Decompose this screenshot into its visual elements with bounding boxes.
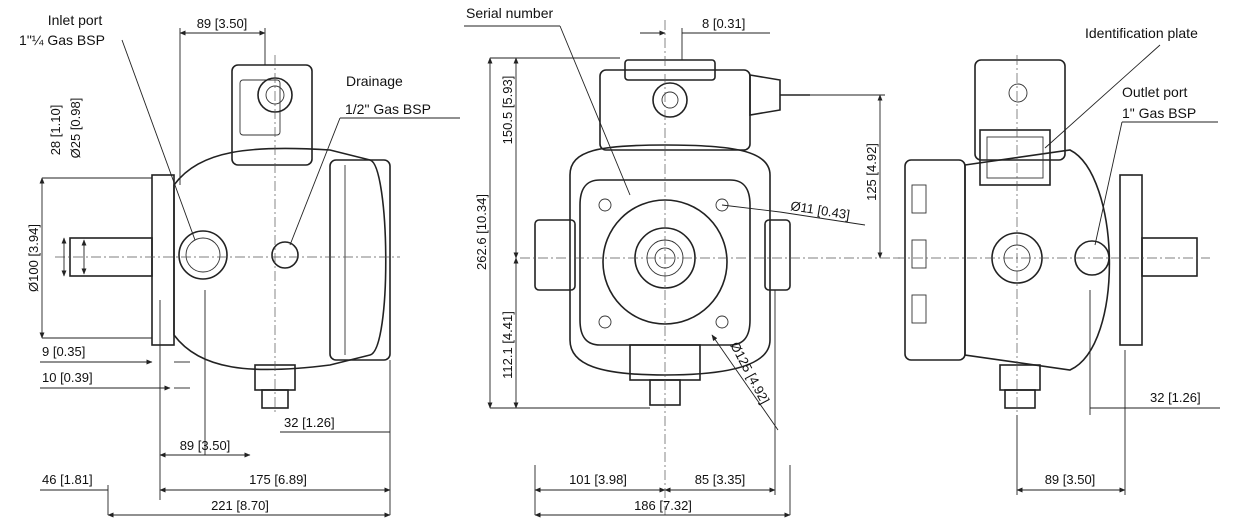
left-regulator-block — [231, 64, 313, 166]
drainage-port-circle — [271, 241, 299, 269]
identification-plate-label: Identification plate — [1085, 25, 1198, 41]
dim-left-top-89: 89 [3.50] — [197, 16, 248, 31]
inlet-port-spec: 1"¼ Gas BSP — [19, 32, 105, 48]
left-side-view — [39, 28, 460, 518]
dim-left-d10: 10 [0.39] — [42, 370, 93, 385]
right-regulator-block — [974, 59, 1066, 161]
left-flange — [151, 174, 175, 346]
dim-right-d89: 89 [3.50] — [1045, 472, 1096, 487]
middle-front-view — [464, 20, 900, 518]
dim-left-bottom-89: 89 [3.50] — [180, 438, 231, 453]
middle-adjuster — [749, 74, 781, 116]
outlet-port-spec: 1" Gas BSP — [1122, 105, 1196, 121]
middle-square-flange — [579, 179, 751, 346]
right-shaft — [1141, 237, 1198, 277]
outlet-port-title: Outlet port — [1122, 84, 1187, 100]
dim-left-d175: 175 [6.89] — [249, 472, 307, 487]
serial-number-label: Serial number — [466, 5, 553, 21]
dim-left-d32: 32 [1.26] — [284, 415, 335, 430]
dimension-labels-right: 32 [1.26] 89 [3.50] — [1045, 390, 1201, 487]
dim-middle-d11: Ø11 [0.43] — [790, 198, 851, 222]
dim-right-d32: 32 [1.26] — [1150, 390, 1201, 405]
left-rear-cover — [329, 159, 391, 361]
dim-left-d221: 221 [8.70] — [211, 498, 269, 513]
dim-left-d28: 28 [1.10] — [48, 105, 63, 156]
dim-middle-d8: 8 [0.31] — [702, 16, 745, 31]
middle-regulator-port — [652, 82, 688, 118]
middle-side-boss-left — [534, 219, 576, 291]
left-bottom-plug — [261, 389, 289, 409]
dimension-labels-left: 89 [3.50] Ø100 [3.94] 28 [1.10] Ø25 [0.9… — [26, 16, 335, 513]
drainage-title: Drainage — [346, 73, 403, 89]
dim-middle-d101: 101 [3.98] — [569, 472, 627, 487]
dim-left-d46: 46 [1.81] — [42, 472, 93, 487]
inlet-port-title: Inlet port — [48, 12, 103, 28]
drainage-spec: 1/2" Gas BSP — [345, 101, 431, 117]
dim-left-d100: Ø100 [3.94] — [26, 224, 41, 292]
dim-middle-d150: 150.5 [5.93] — [500, 76, 515, 145]
right-side-view — [895, 44, 1220, 495]
dim-middle-d125v: 125 [4.92] — [864, 143, 879, 201]
dim-middle-d85: 85 [3.35] — [695, 472, 746, 487]
annotation-labels: Inlet port 1"¼ Gas BSP Drainage 1/2" Gas… — [19, 5, 1198, 121]
dim-middle-d125d: Ø125 [4.92] — [727, 339, 772, 406]
inlet-port-circle — [178, 230, 228, 280]
right-bottom-plug — [1004, 389, 1036, 409]
dim-left-d9: 9 [0.35] — [42, 344, 85, 359]
dim-left-d25: Ø25 [0.98] — [68, 98, 83, 159]
right-rear-cover — [904, 159, 966, 361]
left-pump-body — [173, 147, 387, 371]
right-pump-body — [964, 149, 1111, 371]
middle-pump-body — [569, 144, 771, 376]
middle-side-boss-right — [764, 219, 791, 291]
dim-middle-d112: 112.1 [4.41] — [500, 311, 515, 379]
dim-middle-d262: 262.6 [10.34] — [474, 194, 489, 270]
middle-regulator-block — [599, 69, 751, 151]
identification-plate-box — [979, 129, 1051, 186]
dim-middle-d186: 186 [7.32] — [634, 498, 692, 513]
